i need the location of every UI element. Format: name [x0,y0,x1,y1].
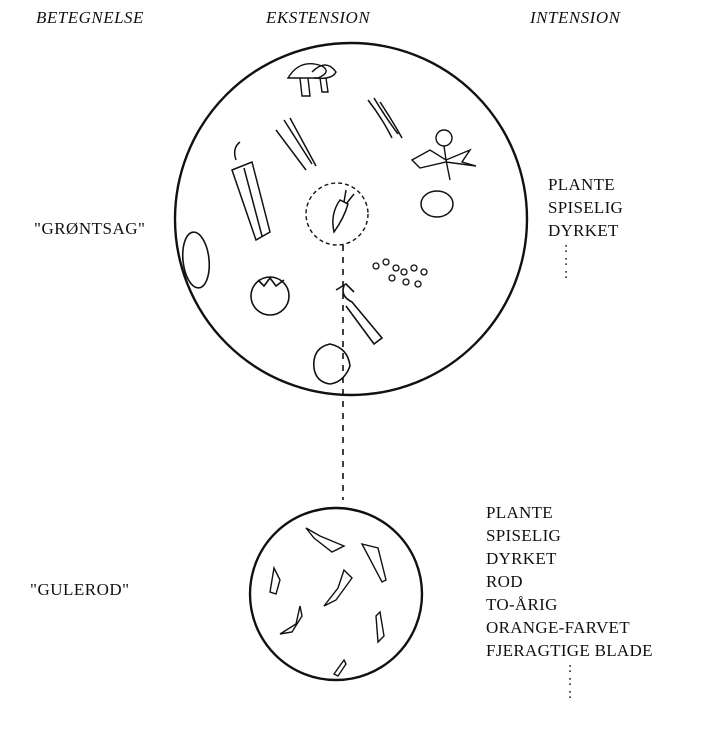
tomato-drawing [251,277,289,315]
property-item: SPISELIG [486,524,653,547]
beans-drawing [368,98,402,138]
leek-drawing [232,142,270,240]
property-item: DYRKET [548,219,623,242]
continuation-dots: : : : [548,242,623,281]
vegetable-properties: PLANTE SPISELIG DYRKET : : : [548,173,623,281]
herb-drawing [412,130,476,180]
property-item: ORANGE-FARVET [486,616,653,639]
carrot-subset-circle [306,183,368,245]
property-item: SPISELIG [548,196,623,219]
turnip-drawing [314,344,350,384]
mushroom-drawing [288,64,336,96]
property-item: PLANTE [486,501,653,524]
asparagus-drawing [276,118,316,170]
property-item: TO-ÅRIG [486,593,653,616]
property-item: FJERAGTIGE BLADE [486,639,653,662]
peas-drawing [373,259,427,287]
property-item: ROD [486,570,653,593]
potato-drawing [421,191,453,217]
vegetable-extension-circle [175,43,527,395]
property-item: PLANTE [548,173,623,196]
continuation-dots: : : : [486,662,653,701]
property-item: DYRKET [486,547,653,570]
carrots-drawing [270,528,386,676]
carrot-properties: PLANTE SPISELIG DYRKET ROD TO-ÅRIG ORANG… [486,501,653,701]
carrot-in-vegetables-drawing [333,190,354,232]
